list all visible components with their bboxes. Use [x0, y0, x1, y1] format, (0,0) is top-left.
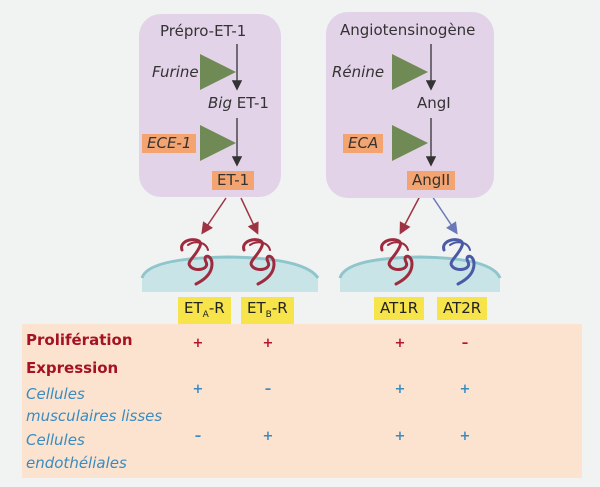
row-label-proliferation: Prolifération: [26, 331, 133, 349]
mark-prolif-at1r: +: [394, 336, 406, 351]
mark-smc-at1r: +: [394, 382, 406, 397]
eta-suffix: -R: [208, 299, 225, 317]
et-intermediate-rest: ET-1: [231, 94, 269, 112]
row-label-expression: Expression: [26, 359, 119, 377]
ang-pathway-box: [326, 12, 494, 198]
ang-product: AngII: [407, 171, 456, 190]
eta-sub: A: [202, 310, 209, 320]
mark-endo-at1r: +: [394, 429, 406, 444]
mark-prolif-at2r: –: [461, 336, 469, 351]
at1r-receptor-icon: [380, 238, 414, 286]
et-product: ET-1: [212, 171, 255, 190]
etb-suffix: -R: [271, 299, 288, 317]
row-label-endothelial-1: Cellules: [26, 431, 85, 449]
mark-endo-etb: +: [262, 429, 274, 444]
results-panel: Prolifération Expression Cellules muscul…: [22, 324, 582, 478]
at2r-receptor-icon: [442, 238, 476, 286]
mark-endo-eta: –: [194, 429, 202, 444]
row-label-smooth-muscle-1: Cellules: [26, 385, 85, 403]
mark-prolif-eta: +: [192, 336, 204, 351]
etb-sub: B: [265, 310, 272, 320]
mark-prolif-etb: +: [262, 336, 274, 351]
row-label-endothelial-2: endothéliales: [26, 454, 127, 472]
eta-receptor-icon: [180, 238, 214, 286]
et-precursor: Prépro-ET-1: [160, 22, 247, 40]
etb-base: ET: [247, 299, 266, 317]
et-enzyme-furine: Furine: [152, 63, 199, 81]
et-intermediate-big: Big: [208, 94, 232, 112]
ang-enzyme-eca: ECA: [343, 134, 384, 153]
at1r-receptor-label: AT1R: [374, 297, 425, 320]
ang-enzyme-renine: Rénine: [332, 63, 385, 81]
et-pathway-box: [139, 14, 281, 197]
etb-receptor-icon: [242, 238, 276, 286]
et-enzyme-ece1: ECE-1: [142, 134, 197, 153]
mark-smc-etb: –: [264, 382, 272, 397]
at2r-receptor-label: AT2R: [437, 297, 488, 320]
etb-receptor-label: ETB-R: [241, 297, 294, 324]
ang-intermediate: AngI: [417, 94, 451, 112]
eta-receptor-label: ETA-R: [178, 297, 231, 324]
et-intermediate: Big ET-1: [208, 96, 269, 111]
eta-base: ET: [184, 299, 203, 317]
ang-precursor: Angiotensinogène: [340, 21, 476, 39]
mark-smc-eta: +: [192, 382, 204, 397]
mark-smc-at2r: +: [459, 382, 471, 397]
row-label-smooth-muscle-2: musculaires lisses: [26, 407, 163, 425]
mark-endo-at2r: +: [459, 429, 471, 444]
